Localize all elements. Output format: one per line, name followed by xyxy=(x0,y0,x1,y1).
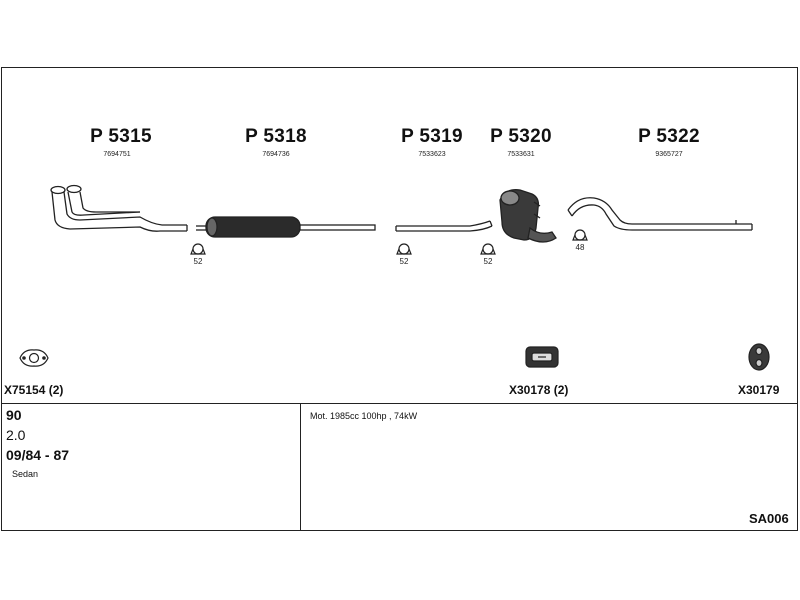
engine-note: Mot. 1985cc 100hp , 74kW xyxy=(310,411,418,421)
clamp-icon[interactable] xyxy=(572,229,588,241)
tail-pipe-icon[interactable] xyxy=(567,197,753,231)
body-type: Sedan xyxy=(12,469,39,479)
rubber-mount-icon[interactable] xyxy=(525,346,559,368)
ref-number-p5318: 7694736 xyxy=(262,151,290,158)
clamp-size-label: 52 xyxy=(399,257,409,266)
ref-number-p5319: 7533623 xyxy=(418,151,446,158)
fitting-label-x75154[interactable]: X75154 (2) xyxy=(4,383,64,397)
clamp-size-label: 52 xyxy=(483,257,493,266)
vehicle-model: 90 xyxy=(6,407,22,423)
ref-number-p5315: 7694751 xyxy=(103,151,131,158)
rear-silencer-icon[interactable] xyxy=(499,189,557,243)
ref-number-p5320: 7533631 xyxy=(507,151,535,158)
gasket-icon[interactable] xyxy=(19,349,49,367)
part-number-p5319[interactable]: P 5319 xyxy=(401,126,463,147)
part-number-p5315[interactable]: P 5315 xyxy=(90,126,152,147)
rubber-hanger-icon[interactable] xyxy=(748,343,770,371)
clamp-icon[interactable] xyxy=(480,243,496,255)
part-number-p5322[interactable]: P 5322 xyxy=(638,126,700,147)
production-years: 09/84 - 87 xyxy=(6,447,70,463)
diagram-frame xyxy=(1,67,798,531)
part-number-p5318[interactable]: P 5318 xyxy=(245,126,307,147)
fitting-label-x30178[interactable]: X30178 (2) xyxy=(509,383,569,397)
front-pipe-icon[interactable] xyxy=(50,184,188,232)
fitting-label-x30179[interactable]: X30179 xyxy=(738,383,780,397)
engine-size: 2.0 xyxy=(6,427,26,443)
info-divider xyxy=(1,403,798,404)
clamp-size-label: 52 xyxy=(193,257,203,266)
intermediate-pipe-icon[interactable] xyxy=(395,220,493,232)
clamp-size-label: 48 xyxy=(575,243,585,252)
diagram-code: SA006 xyxy=(749,511,789,526)
clamp-icon[interactable] xyxy=(190,243,206,255)
part-number-p5320[interactable]: P 5320 xyxy=(490,126,552,147)
centre-silencer-icon[interactable] xyxy=(196,216,376,238)
ref-number-p5322: 9365727 xyxy=(655,151,683,158)
clamp-icon[interactable] xyxy=(396,243,412,255)
info-column-divider xyxy=(300,403,301,531)
